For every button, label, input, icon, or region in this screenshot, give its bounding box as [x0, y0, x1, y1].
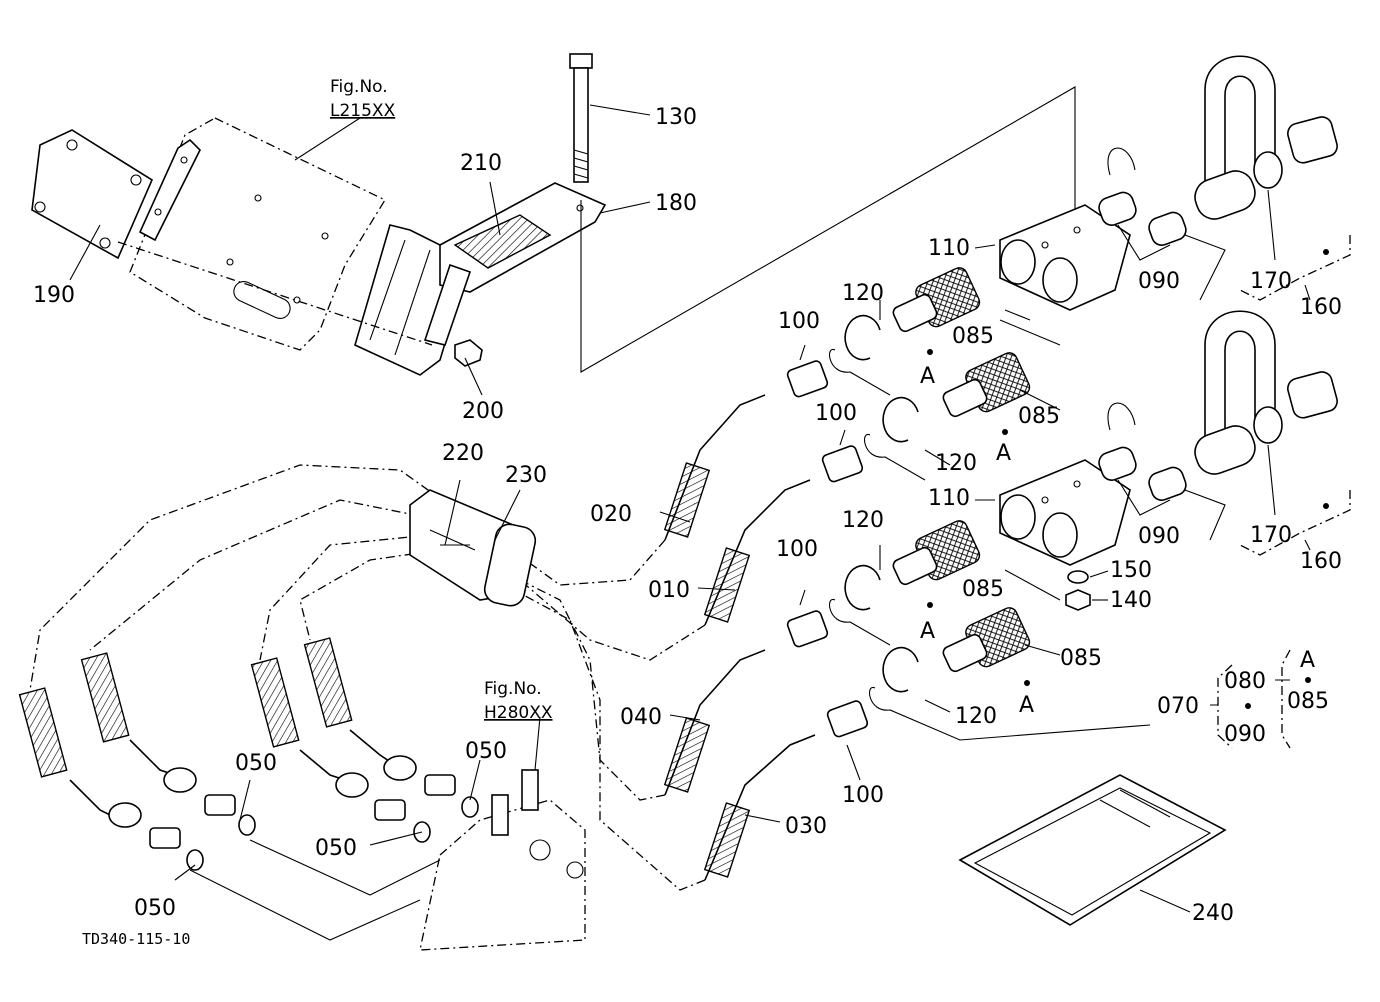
- control-valve-reference: [189, 769, 586, 951]
- shackle-170-lower: [1194, 310, 1338, 475]
- label-a-2: A: [996, 441, 1011, 466]
- ref-code-2: H280XX: [484, 703, 553, 723]
- label-085-4: 085: [1060, 646, 1102, 671]
- set-bracket-070: [1210, 649, 1291, 749]
- label-085-1: 085: [952, 324, 994, 349]
- label-050-1: 050: [235, 751, 277, 776]
- label-160-lower: 160: [1300, 549, 1342, 574]
- ref-code-1: L215XX: [330, 101, 396, 121]
- label-130: 130: [655, 105, 697, 130]
- markers-a: [927, 249, 1329, 709]
- label-100-2: 100: [815, 401, 857, 426]
- label-a-1: A: [920, 364, 935, 389]
- bracket-plate: [138, 138, 201, 242]
- label-050-3: 050: [315, 836, 357, 861]
- label-120-1: 120: [842, 281, 884, 306]
- ref-title-1: Fig.No.: [330, 77, 388, 97]
- label-230: 230: [505, 463, 547, 488]
- ref-title-2: Fig.No.: [484, 679, 542, 699]
- figure-code: TD340-115-10: [82, 930, 190, 948]
- coupler-085-3: [892, 520, 981, 586]
- label-210: 210: [460, 151, 502, 176]
- coupler-cap-090-lower: [1098, 402, 1226, 541]
- hose-fittings-left: [18, 637, 479, 871]
- label-160-upper: 160: [1300, 295, 1342, 320]
- label-070: 070: [1157, 694, 1199, 719]
- label-120-3: 120: [842, 508, 884, 533]
- leader-bolt-plate: [580, 86, 1076, 373]
- label-100-3: 100: [776, 537, 818, 562]
- hose-030: [703, 734, 816, 881]
- label-220: 220: [442, 441, 484, 466]
- label-170-upper: 170: [1250, 269, 1292, 294]
- label-085-2: 085: [1018, 404, 1060, 429]
- washer-150: [1067, 570, 1089, 584]
- nut-140: [1065, 589, 1091, 611]
- label-050-4: 050: [134, 896, 176, 921]
- dust-caps: [829, 349, 1151, 741]
- hose-040: [663, 649, 766, 796]
- bracket-160-lower: [1239, 490, 1351, 556]
- panel-reference-outline: [129, 117, 386, 351]
- nut-200: [454, 339, 483, 367]
- bolt-130: [569, 53, 593, 183]
- bracket-160-upper: [1239, 235, 1351, 301]
- label-100-4: 100: [842, 783, 884, 808]
- label-110-lower: 110: [928, 486, 970, 511]
- label-a-3: A: [920, 619, 935, 644]
- label-100-1: 100: [778, 309, 820, 334]
- label-140: 140: [1110, 588, 1152, 613]
- label-120-4: 120: [955, 704, 997, 729]
- label-190: 190: [33, 283, 75, 308]
- label-a-4: A: [1019, 693, 1034, 718]
- coupler-block-110-upper: [999, 204, 1131, 311]
- label-010: 010: [648, 578, 690, 603]
- plate-190: [31, 129, 154, 260]
- clamp-220-230: [409, 489, 537, 607]
- label-240: 240: [1192, 901, 1234, 926]
- manual-240: [958, 774, 1227, 926]
- leader-lines: [69, 104, 1311, 913]
- label-040: 040: [620, 705, 662, 730]
- bracket-180: [354, 182, 607, 376]
- dashline-190: [117, 241, 433, 346]
- label-050-2: 050: [465, 739, 507, 764]
- coupler-085-4: [942, 607, 1031, 673]
- label-200: 200: [462, 399, 504, 424]
- coupler-cap-090-upper: [1098, 147, 1226, 301]
- label-085-set: 085: [1287, 689, 1329, 714]
- label-090-lower: 090: [1138, 524, 1180, 549]
- panel-holes: [226, 194, 329, 320]
- adapters-100: [786, 360, 869, 738]
- label-170-lower: 170: [1250, 523, 1292, 548]
- label-080: 080: [1224, 669, 1266, 694]
- text-labels: Fig.No. L215XX Fig.No. H280XX 130 210 18…: [33, 77, 1342, 948]
- label-110-upper: 110: [928, 236, 970, 261]
- snap-rings-120: [844, 314, 919, 693]
- hose-010: [703, 479, 811, 626]
- label-a-set: A: [1300, 648, 1315, 673]
- label-085-3: 085: [962, 577, 1004, 602]
- label-030: 030: [785, 814, 827, 839]
- coupler-085-2: [942, 352, 1031, 418]
- coupler-085-1: [892, 267, 981, 333]
- label-090-upper: 090: [1138, 269, 1180, 294]
- label-180: 180: [655, 191, 697, 216]
- shackle-170-upper: [1194, 55, 1338, 220]
- label-090-set: 090: [1224, 722, 1266, 747]
- label-120-2: 120: [935, 451, 977, 476]
- coupler-block-110-lower: [999, 459, 1131, 566]
- label-020: 020: [590, 502, 632, 527]
- hose-020: [663, 394, 766, 541]
- label-150: 150: [1110, 558, 1152, 583]
